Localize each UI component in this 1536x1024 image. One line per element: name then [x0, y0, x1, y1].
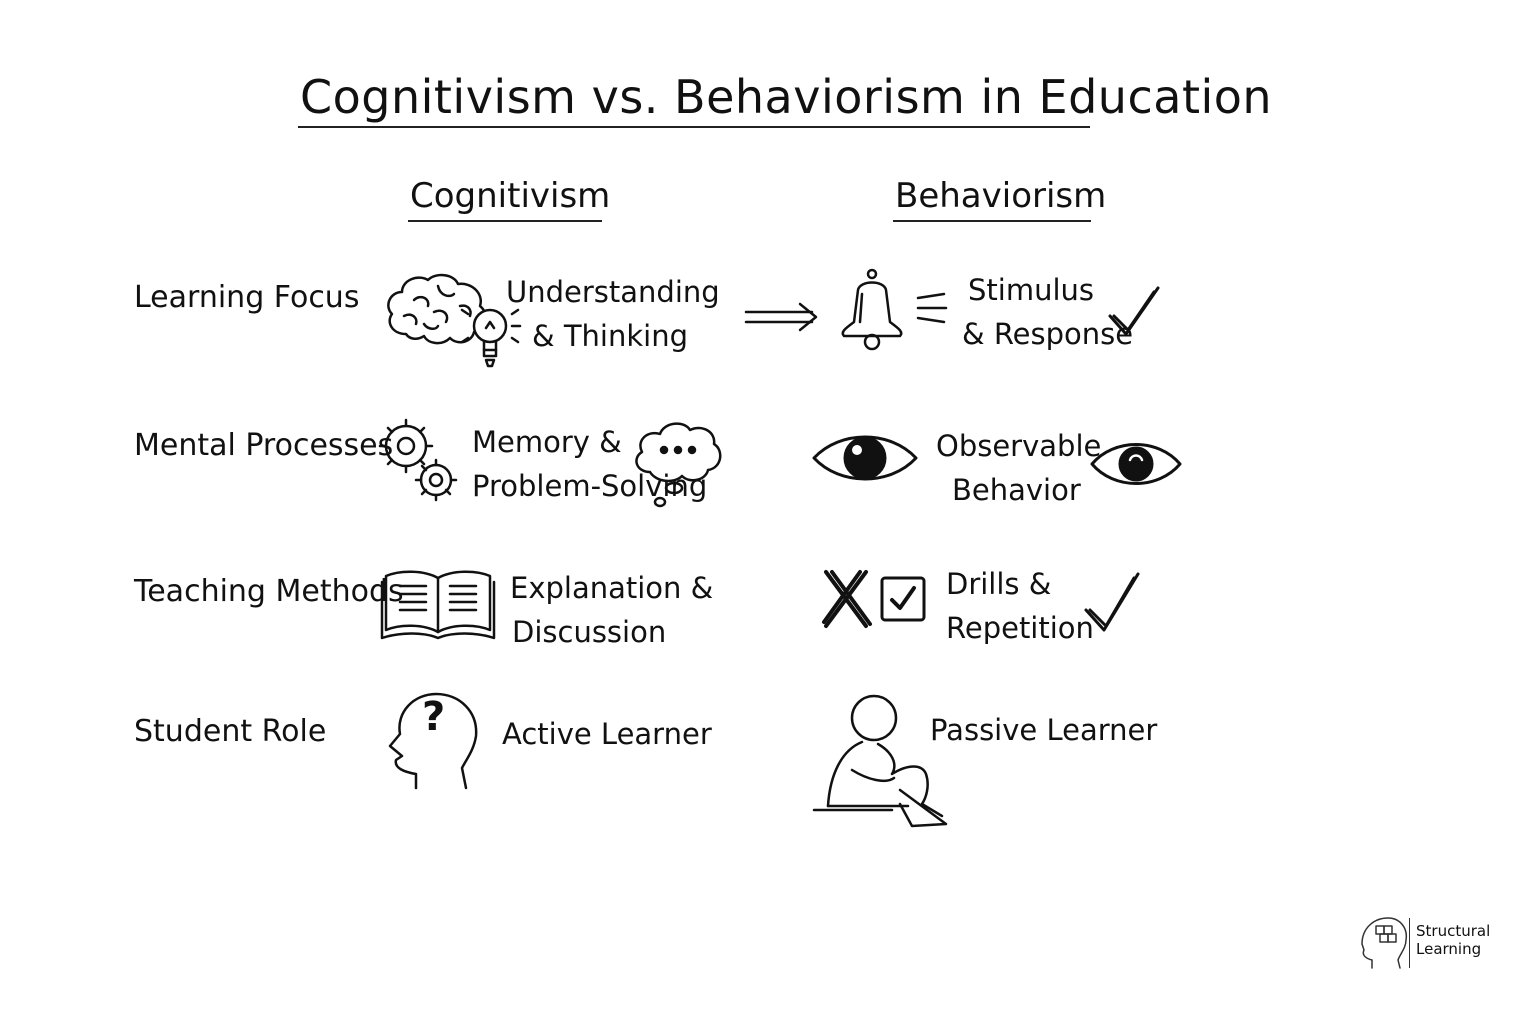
brain-icon: [384, 272, 494, 352]
behaviorism-teaching-methods-line2: Repetition: [946, 611, 1094, 645]
cognitivism-learning-focus-line1: Understanding: [506, 275, 720, 309]
cognitivism-teaching-methods-line1: Explanation &: [510, 571, 714, 605]
behaviorism-learning-focus-line1: Stimulus: [968, 273, 1095, 307]
column-header-behaviorism: Behaviorism: [895, 176, 1107, 216]
checkmark-icon-2: [1084, 572, 1142, 636]
row-label-student-role: Student Role: [134, 714, 327, 749]
arrow-icon: [742, 302, 822, 332]
page-title: Cognitivism vs. Behaviorism in Education: [300, 70, 1273, 124]
row-label-teaching-methods: Teaching Methods: [134, 574, 404, 609]
eye-icon-small: [1090, 436, 1182, 492]
row-label-mental-processes: Mental Processes: [134, 428, 394, 463]
cognitivism-student-role: Active Learner: [502, 717, 712, 751]
title-underline: [298, 126, 1090, 128]
sitting-person-icon: [812, 694, 952, 830]
gears-icon: [374, 414, 470, 504]
column-header-cognitivism: Cognitivism: [410, 176, 611, 216]
column-underline-cognitivism: [408, 220, 602, 222]
logo-icon: [1360, 914, 1412, 970]
behaviorism-mental-processes-line2: Behavior: [952, 473, 1081, 507]
thought-bubble-icon: [630, 414, 726, 510]
cognitivism-teaching-methods-line2: Discussion: [512, 615, 667, 649]
behaviorism-teaching-methods-line1: Drills &: [946, 567, 1052, 601]
checkbox-icon: [880, 576, 928, 622]
checkmark-icon: [1108, 286, 1162, 340]
logo-text-line1: Structural: [1416, 922, 1491, 940]
logo-divider: [1409, 918, 1410, 968]
row-label-learning-focus: Learning Focus: [134, 280, 360, 315]
question-head-icon: ?: [388, 690, 484, 790]
x-mark-icon: [822, 570, 872, 630]
behaviorism-learning-focus-line2: & Response: [962, 317, 1134, 351]
behaviorism-student-role: Passive Learner: [930, 713, 1158, 747]
bell-icon: [834, 268, 954, 352]
open-book-icon: [380, 568, 496, 642]
behaviorism-mental-processes-line1: Observable: [936, 429, 1102, 463]
question-mark: ?: [422, 694, 446, 740]
lightbulb-icon: [460, 300, 522, 376]
column-underline-behaviorism: [893, 220, 1091, 222]
eye-icon: [810, 426, 920, 490]
cognitivism-mental-processes-line1: Memory &: [472, 425, 622, 459]
logo-text-line2: Learning: [1416, 940, 1482, 958]
cognitivism-learning-focus-line2: & Thinking: [532, 319, 689, 353]
